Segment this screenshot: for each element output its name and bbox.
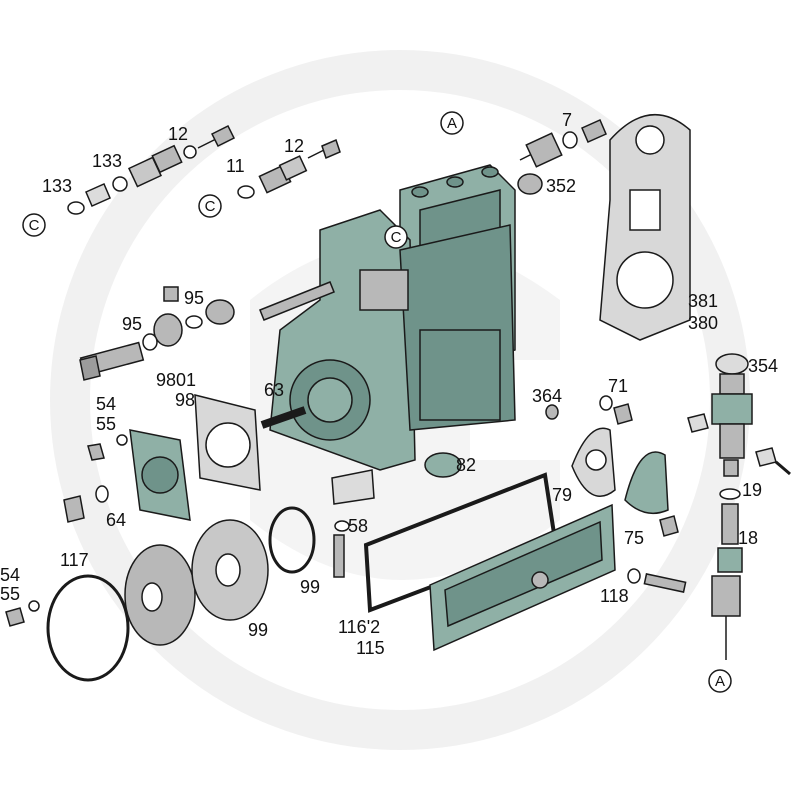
callout-markers: C C C A A [22,111,732,693]
label-381: 381 [688,291,718,311]
flange-assembly [63,394,261,523]
label-352: 352 [546,176,576,196]
label-133-a: 133 [42,176,72,196]
bolt-118 [627,568,687,593]
label-133-b: 133 [92,151,122,171]
label-364: 364 [532,386,562,406]
control-rod [185,281,335,329]
label-58: 58 [348,516,368,536]
plunger-element [687,353,791,660]
label-82: 82 [456,455,476,475]
label-117: 117 [60,550,89,570]
label-380: 380 [688,313,718,333]
label-354: 354 [748,356,778,376]
banjo-fitting [79,286,183,381]
label-99-b: 99 [248,620,268,640]
label-95-a: 95 [184,288,204,308]
label-55-a: 55 [96,414,116,434]
svg-text:C: C [205,198,216,215]
label-71: 71 [608,376,628,396]
svg-text:C: C [29,217,40,234]
label-75: 75 [624,528,644,548]
label-79: 79 [552,485,572,505]
label-12-a: 12 [168,124,188,144]
label-118: 118 [600,586,629,606]
fitting-assembly-left [67,124,341,215]
label-98: 98 [175,390,195,410]
label-64: 64 [106,510,126,530]
part-labels: 133 133 12 12 11 7 352 381 380 95 95 980… [0,110,778,658]
label-99-a: 99 [300,577,320,597]
callout-a-1: A [440,111,464,135]
svg-text:A: A [715,673,725,690]
svg-text:A: A [447,115,457,132]
label-116-2: 116'2 [338,617,380,637]
gasket-frame [363,472,616,652]
label-115: 115 [356,638,385,658]
gasket-plate [599,113,691,341]
label-19: 19 [742,480,762,500]
label-18: 18 [738,528,758,548]
label-55-b: 55 [0,584,20,604]
delivery-valve [517,119,607,195]
svg-text:C: C [391,229,402,246]
bolt-and-cap [331,452,462,578]
label-9801: 9801 [156,370,196,390]
label-54-b: 54 [0,565,20,585]
callout-c-3: C [384,225,408,249]
callout-c-1: C [22,213,46,237]
label-63: 63 [264,380,284,400]
label-54-a: 54 [96,394,116,414]
label-7: 7 [562,110,572,130]
pump-housing [260,209,516,471]
label-12-b: 12 [284,136,304,156]
callout-c-2: C [198,194,222,218]
label-11: 11 [226,156,245,176]
cover-plates [5,506,316,682]
side-covers [545,395,679,537]
label-95-b: 95 [122,314,142,334]
callout-a-2: A [708,669,732,693]
